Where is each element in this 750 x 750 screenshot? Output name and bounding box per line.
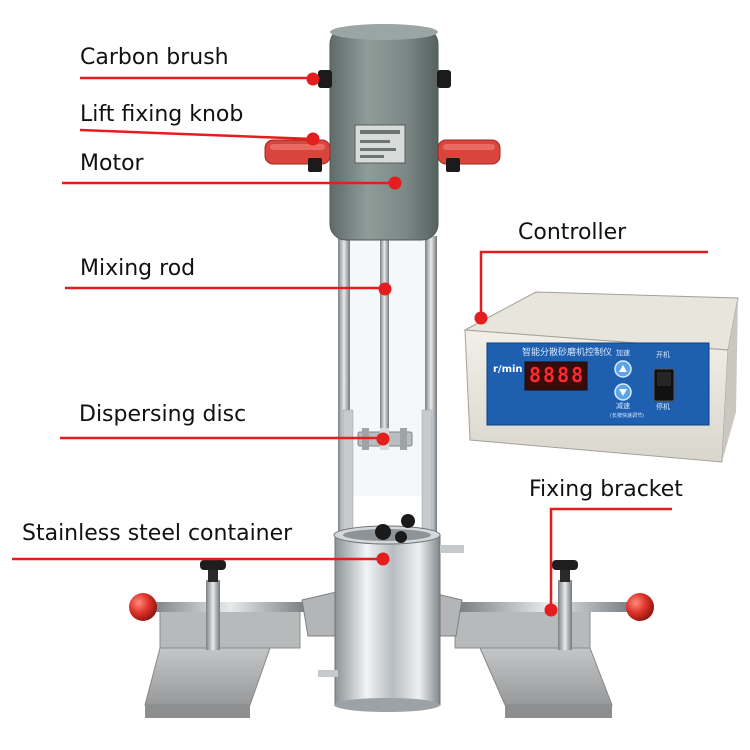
base-left bbox=[144, 604, 301, 718]
left-clamp-bar bbox=[129, 560, 310, 650]
label-fixing-bracket: Fixing bracket bbox=[529, 477, 683, 502]
controller-unit bbox=[463, 291, 739, 463]
label-dispersing-disc: Dispersing disc bbox=[79, 402, 247, 427]
lift-handles bbox=[264, 139, 501, 172]
label-mixing-rod: Mixing rod bbox=[80, 256, 196, 281]
label-controller: Controller bbox=[518, 220, 627, 245]
speed-up-label: 加速 bbox=[616, 349, 630, 357]
pointer-dots bbox=[306, 72, 558, 617]
power-label: 开机 bbox=[656, 351, 670, 359]
label-lift-fixing-knob: Lift fixing knob bbox=[80, 102, 244, 127]
motor-body bbox=[318, 24, 451, 241]
label-stainless-container: Stainless steel container bbox=[22, 521, 293, 546]
controller-unit-label: r/min bbox=[493, 364, 523, 375]
mixing-rod-shape bbox=[380, 240, 389, 440]
hint-label: (长按快速调节) bbox=[610, 413, 644, 419]
base-right bbox=[454, 604, 613, 718]
speed-down-label: 减速 bbox=[616, 402, 630, 410]
label-carbon-brush: Carbon brush bbox=[80, 45, 229, 70]
brake-label: 停机 bbox=[656, 403, 670, 411]
speed-display: 8888 bbox=[529, 363, 586, 387]
controller-title: 智能分散砂磨机控制仪 bbox=[522, 348, 613, 358]
pointer-lines bbox=[12, 76, 708, 609]
label-motor: Motor bbox=[80, 151, 144, 176]
